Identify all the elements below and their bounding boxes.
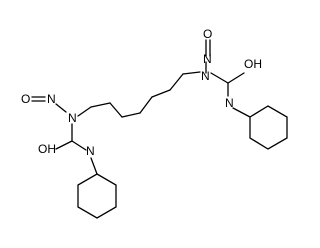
atom-label-amide-n-left: N — [68, 111, 77, 125]
cyclohexane-ring-right — [249, 105, 288, 150]
atom-label-urea-n-left: N — [86, 144, 95, 158]
upper-right-fragment — [182, 39, 251, 118]
cyclohexane-ring-left — [77, 173, 117, 219]
atom-label-nitroso-o-right: O — [203, 27, 212, 41]
atom-label-amide-n-right: N — [201, 69, 210, 83]
atom-label-nitroso-n-right: N — [203, 52, 212, 66]
carbonyl-n-bond-left — [71, 140, 87, 151]
chain-bond-5 — [109, 102, 123, 118]
n-to-chain-right — [182, 71, 201, 75]
urea-n-cyclohexyl-bond-right — [232, 107, 251, 118]
chain-bond-3 — [139, 96, 153, 114]
atom-label-carbonyl-oh-right: OH — [244, 57, 262, 71]
atom-label-urea-n-right: N — [225, 96, 234, 110]
lower-left-fragment — [31, 96, 98, 175]
chain-bond-1 — [169, 73, 184, 91]
chain-to-n-left — [77, 106, 92, 117]
carbonyl-oh-bond-right — [227, 72, 245, 84]
chain-bond-2 — [151, 89, 171, 98]
atom-label-nitroso-o-left: O — [21, 92, 30, 106]
chain-bond-6 — [90, 102, 111, 108]
hexyl-chain — [90, 73, 184, 118]
chain-bond-4 — [121, 112, 141, 118]
nn-bond-left — [55, 103, 67, 113]
n-to-carbonyl-right — [210, 72, 229, 84]
atom-label-carbonyl-oh-left: OH — [38, 142, 56, 156]
atom-label-nitroso-n-left: N — [47, 92, 56, 106]
carbonyl-oh-bond-left — [55, 140, 73, 150]
urea-n-cyclohexyl-bond-left — [90, 157, 98, 175]
